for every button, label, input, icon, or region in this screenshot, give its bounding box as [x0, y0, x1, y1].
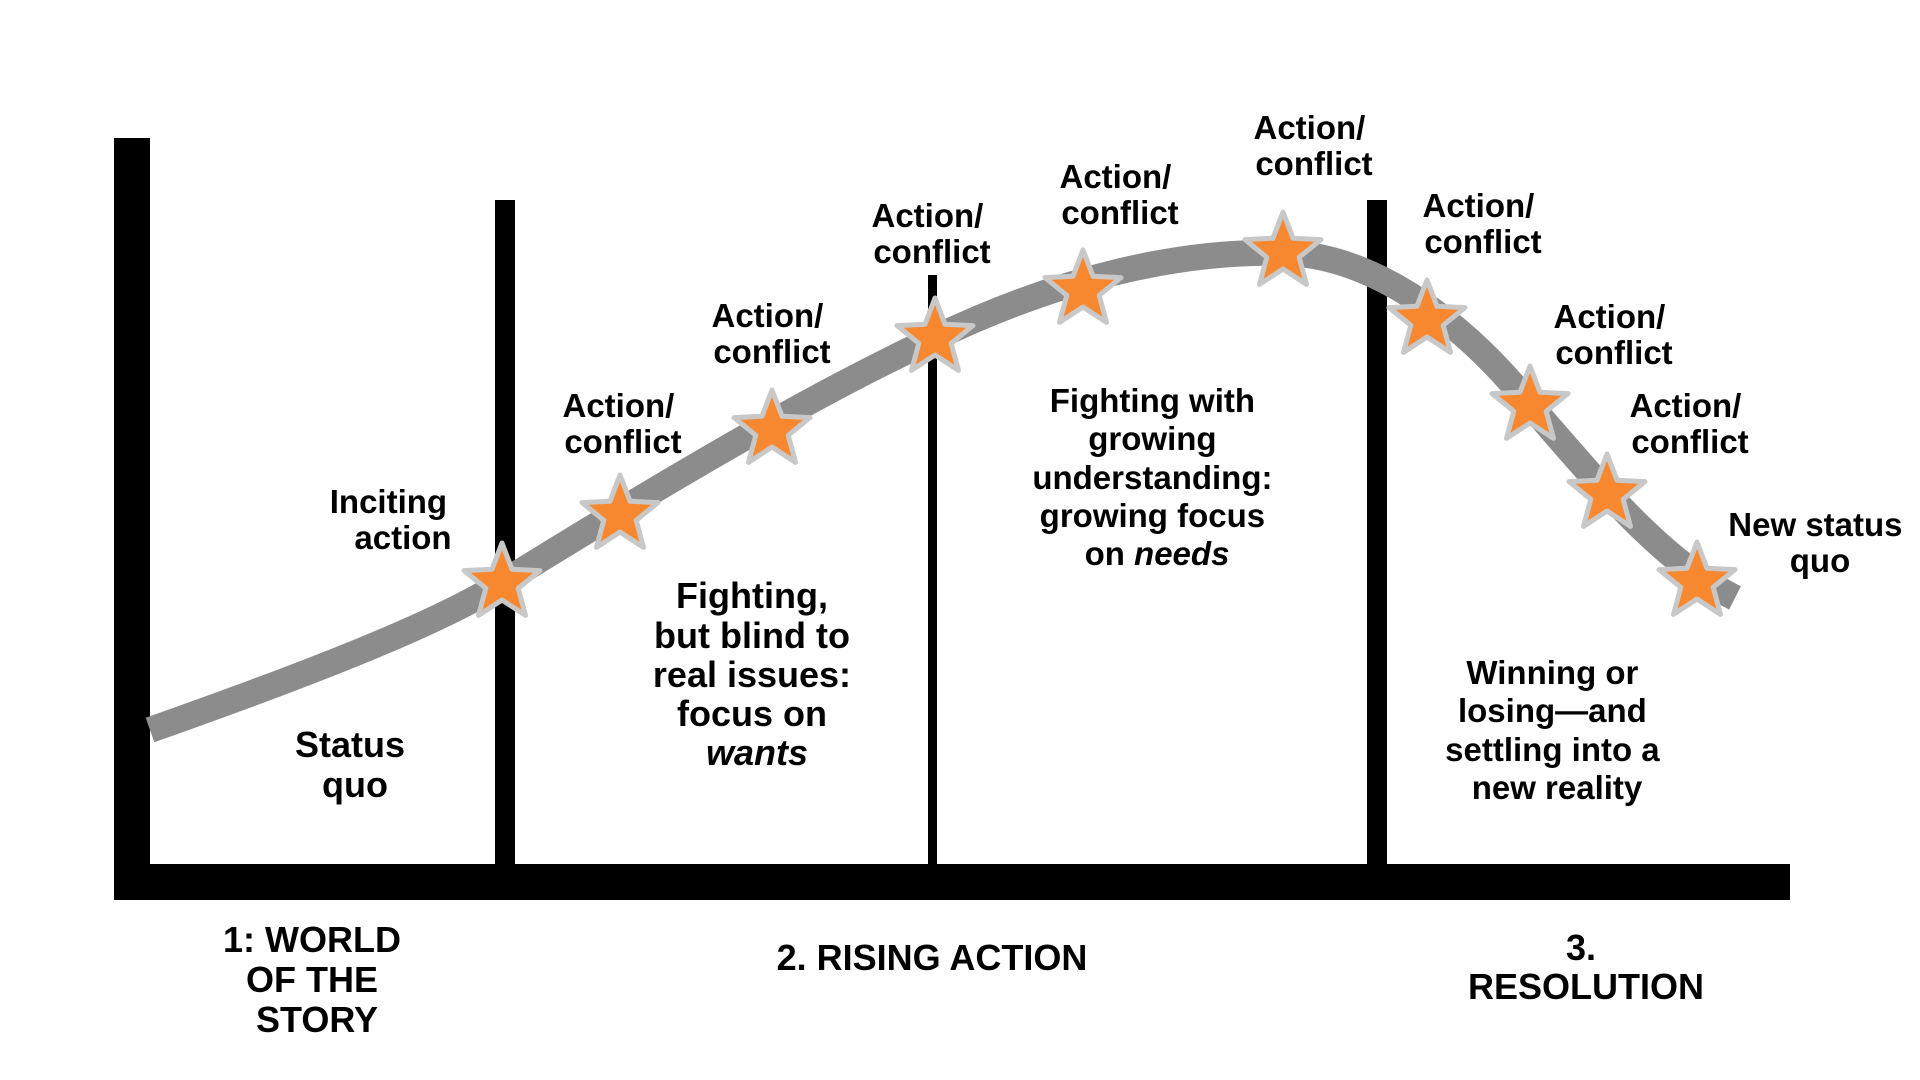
winning-losing-text: Winning or losing—and settling into a ne… [1445, 654, 1669, 806]
axes [114, 138, 1790, 900]
new-status-quo-label: New status quo [1728, 506, 1911, 579]
action-conflict-star-1 [579, 472, 661, 550]
action-conflict-label-3: Action/ conflict [872, 197, 993, 270]
action-conflict-star-2 [731, 387, 813, 465]
action-conflict-star-3 [894, 295, 976, 373]
fighting-blind-text: Fighting, but blind to real issues: focu… [653, 575, 861, 773]
action-conflict-label-4: Action/ conflict [1060, 158, 1181, 231]
action-conflict-label-1: Action/ conflict [563, 387, 684, 460]
region-descriptions: Status quo Fighting, but blind to real i… [295, 382, 1669, 806]
action-conflict-label-7: Action/ conflict [1554, 298, 1675, 371]
new-status-quo-star [1656, 539, 1738, 617]
action-conflict-star-8 [1566, 451, 1648, 529]
action-conflict-star-4 [1042, 247, 1124, 325]
bottom-axis [114, 864, 1790, 900]
status-quo-label: Status quo [295, 724, 415, 805]
action-conflict-star-5 [1242, 209, 1324, 287]
action-conflict-label-2: Action/ conflict [712, 297, 833, 370]
section-rising-action: 2. RISING ACTION [777, 937, 1088, 978]
action-conflict-star-7 [1489, 363, 1571, 441]
action-conflict-star-6 [1386, 277, 1468, 355]
stars-layer [461, 209, 1738, 618]
divider-1 [495, 200, 515, 868]
action-conflict-label-5: Action/ conflict [1254, 109, 1375, 182]
star-labels: Inciting action Action/ conflict Action/… [330, 109, 1911, 579]
section-world-of-the-story: 1: WORLD OF THE STORY [223, 919, 411, 1040]
divider-2 [928, 275, 937, 868]
fighting-understanding-text: Fighting with growing understanding: gro… [1032, 382, 1281, 572]
action-conflict-label-6: Action/ conflict [1423, 187, 1544, 260]
section-titles: 1: WORLD OF THE STORY 2. RISING ACTION 3… [223, 919, 1704, 1040]
left-axis [114, 138, 150, 900]
section-resolution: 3. RESOLUTION [1468, 927, 1704, 1007]
divider-3 [1367, 200, 1387, 868]
inciting-action-label: Inciting action [330, 483, 457, 556]
action-conflict-label-8: Action/ conflict [1630, 387, 1751, 460]
inciting-action-star [461, 540, 543, 618]
